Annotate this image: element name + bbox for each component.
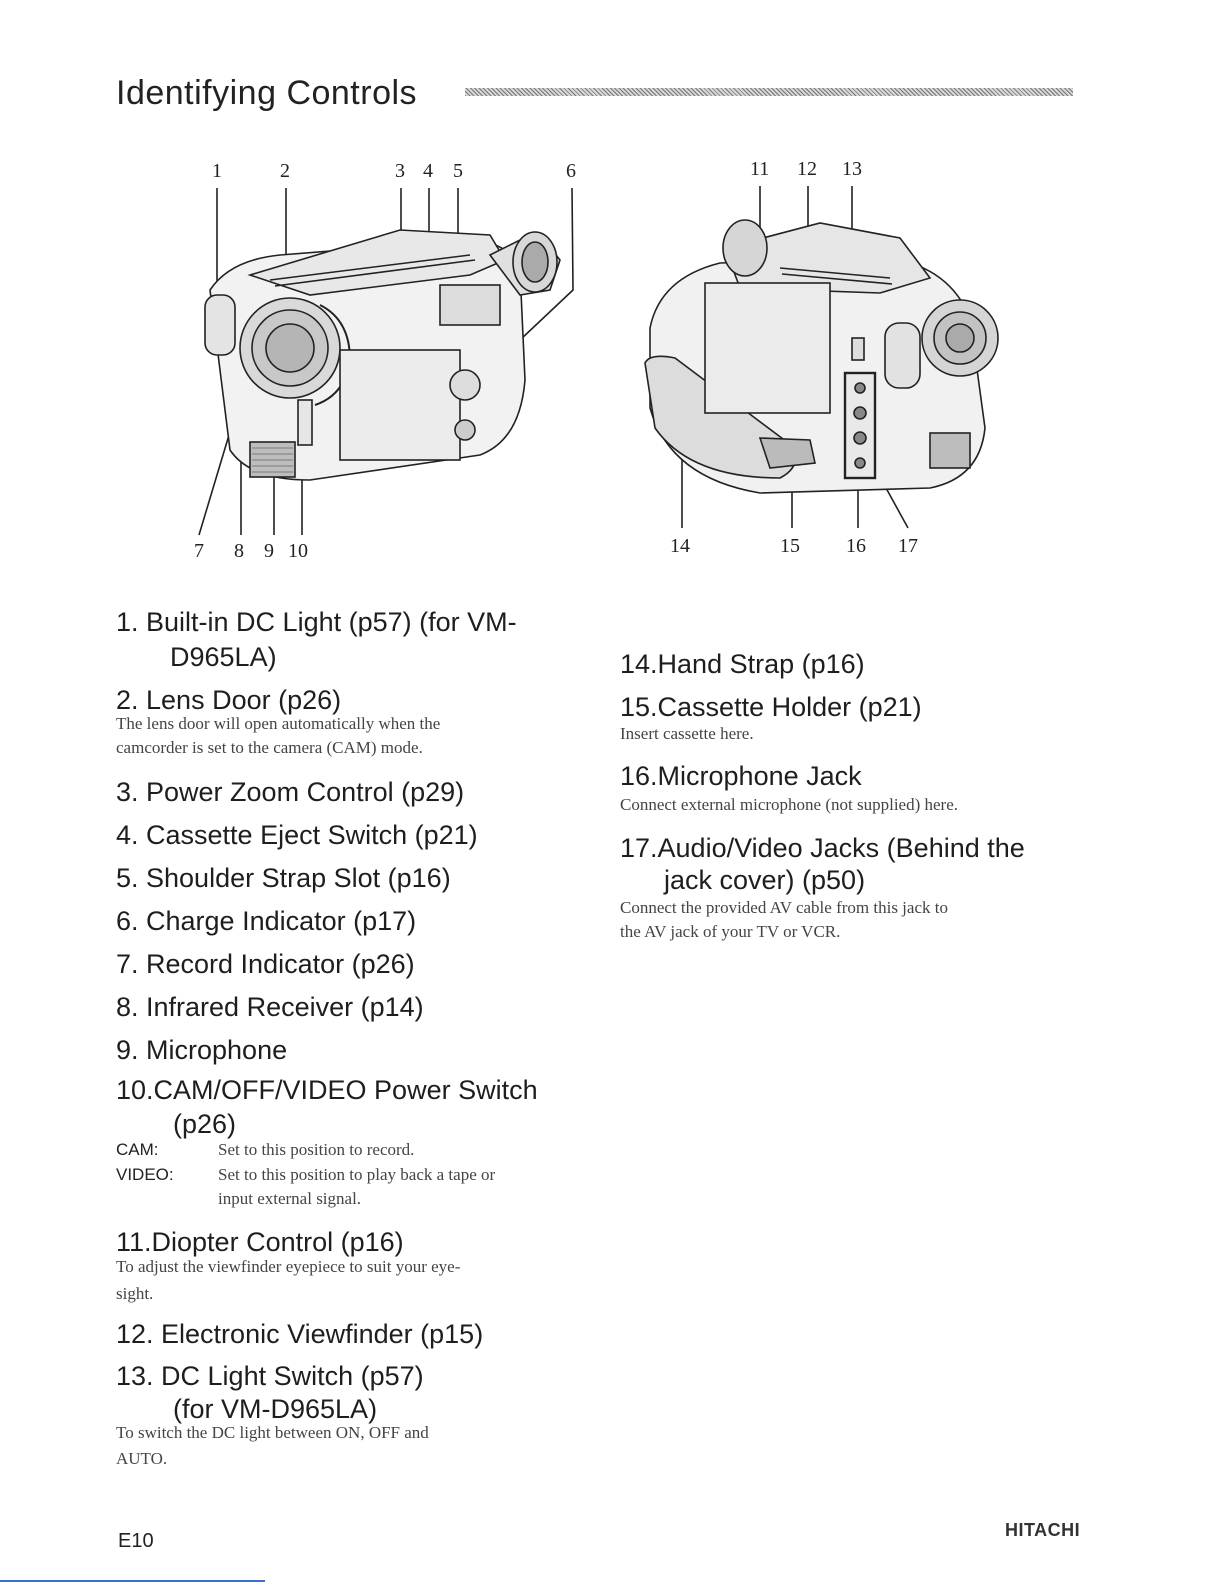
item-10-video-desc-line2: input external signal. xyxy=(218,1189,362,1208)
callout-15: 15 xyxy=(780,535,800,557)
callout-17: 17 xyxy=(898,535,918,557)
item-13-heading-cont: (for VM-D965LA) xyxy=(173,1394,378,1424)
item-16-desc: Connect external microphone (not supplie… xyxy=(620,795,958,814)
item-2-heading: 2. Lens Door (p26) xyxy=(116,685,342,715)
item-16-heading: 16.Microphone Jack xyxy=(620,761,862,791)
page-title: Identifying Controls xyxy=(116,74,418,112)
page-number: E10 xyxy=(118,1530,154,1552)
callout-3: 3 xyxy=(395,160,405,182)
callout-2: 2 xyxy=(280,160,290,182)
item-6-heading: 6. Charge Indicator (p17) xyxy=(116,906,417,936)
item-13-desc-line1: To switch the DC light between ON, OFF a… xyxy=(116,1423,429,1442)
item-17-desc-line2: the AV jack of your TV or VCR. xyxy=(620,922,841,941)
item-13-desc-line2: AUTO. xyxy=(116,1449,168,1468)
camcorder-back-illustration xyxy=(644,186,999,529)
item-14-heading: 14.Hand Strap (p16) xyxy=(620,649,865,679)
item-11-heading: 11.Diopter Control (p16) xyxy=(116,1227,404,1257)
item-4-heading: 4. Cassette Eject Switch (p21) xyxy=(116,820,478,850)
item-2-desc-line2: camcorder is set to the camera (CAM) mod… xyxy=(116,738,423,757)
bottom-link-underline xyxy=(0,1580,265,1582)
callout-10: 10 xyxy=(288,540,308,562)
item-10-video-label: VIDEO: xyxy=(116,1165,174,1184)
callout-9: 9 xyxy=(264,540,274,562)
item-3-heading: 3. Power Zoom Control (p29) xyxy=(116,777,465,807)
item-12-heading: 12. Electronic Viewfinder (p15) xyxy=(116,1319,484,1349)
camcorder-front-illustration xyxy=(198,187,574,536)
callout-7: 7 xyxy=(194,540,204,562)
item-17-desc-line1: Connect the provided AV cable from this … xyxy=(620,898,948,917)
item-1-heading-cont: D965LA) xyxy=(170,642,277,672)
callout-1: 1 xyxy=(212,160,222,182)
item-13-heading: 13. DC Light Switch (p57) xyxy=(116,1361,424,1391)
callout-16: 16 xyxy=(846,535,866,557)
callout-6: 6 xyxy=(566,160,576,182)
item-10-cam-desc: Set to this position to record. xyxy=(218,1140,415,1159)
item-10-video-desc-line1: Set to this position to play back a tape… xyxy=(218,1165,496,1184)
callout-11: 11 xyxy=(750,158,770,180)
callout-8: 8 xyxy=(234,540,244,562)
item-10-heading-cont: (p26) xyxy=(173,1109,237,1139)
item-7-heading: 7. Record Indicator (p26) xyxy=(116,949,415,979)
item-11-desc-line2: sight. xyxy=(116,1284,154,1303)
item-1-heading: 1. Built-in DC Light (p57) (for VM- xyxy=(116,607,517,637)
item-2-desc-line1: The lens door will open automatically wh… xyxy=(116,714,441,733)
item-10-cam-label: CAM: xyxy=(116,1140,159,1159)
item-8-heading: 8. Infrared Receiver (p14) xyxy=(116,992,424,1022)
title-rule xyxy=(465,88,1073,96)
item-9-heading: 9. Microphone xyxy=(116,1035,288,1065)
item-17-heading: 17.Audio/Video Jacks (Behind the xyxy=(620,833,1025,863)
item-11-desc-line1: To adjust the viewfinder eyepiece to sui… xyxy=(116,1257,461,1276)
item-17-heading-cont: jack cover) (p50) xyxy=(664,865,866,895)
callout-12: 12 xyxy=(797,158,817,180)
item-15-heading: 15.Cassette Holder (p21) xyxy=(620,692,922,722)
item-5-heading: 5. Shoulder Strap Slot (p16) xyxy=(116,863,451,893)
brand-logo-text: HITACHI xyxy=(1005,1520,1081,1540)
callout-13: 13 xyxy=(842,158,862,180)
item-10-heading: 10.CAM/OFF/VIDEO Power Switch xyxy=(116,1075,538,1105)
callout-5: 5 xyxy=(453,160,463,182)
item-15-desc: Insert cassette here. xyxy=(620,724,754,743)
callout-14: 14 xyxy=(670,535,690,557)
callout-4: 4 xyxy=(423,160,433,182)
